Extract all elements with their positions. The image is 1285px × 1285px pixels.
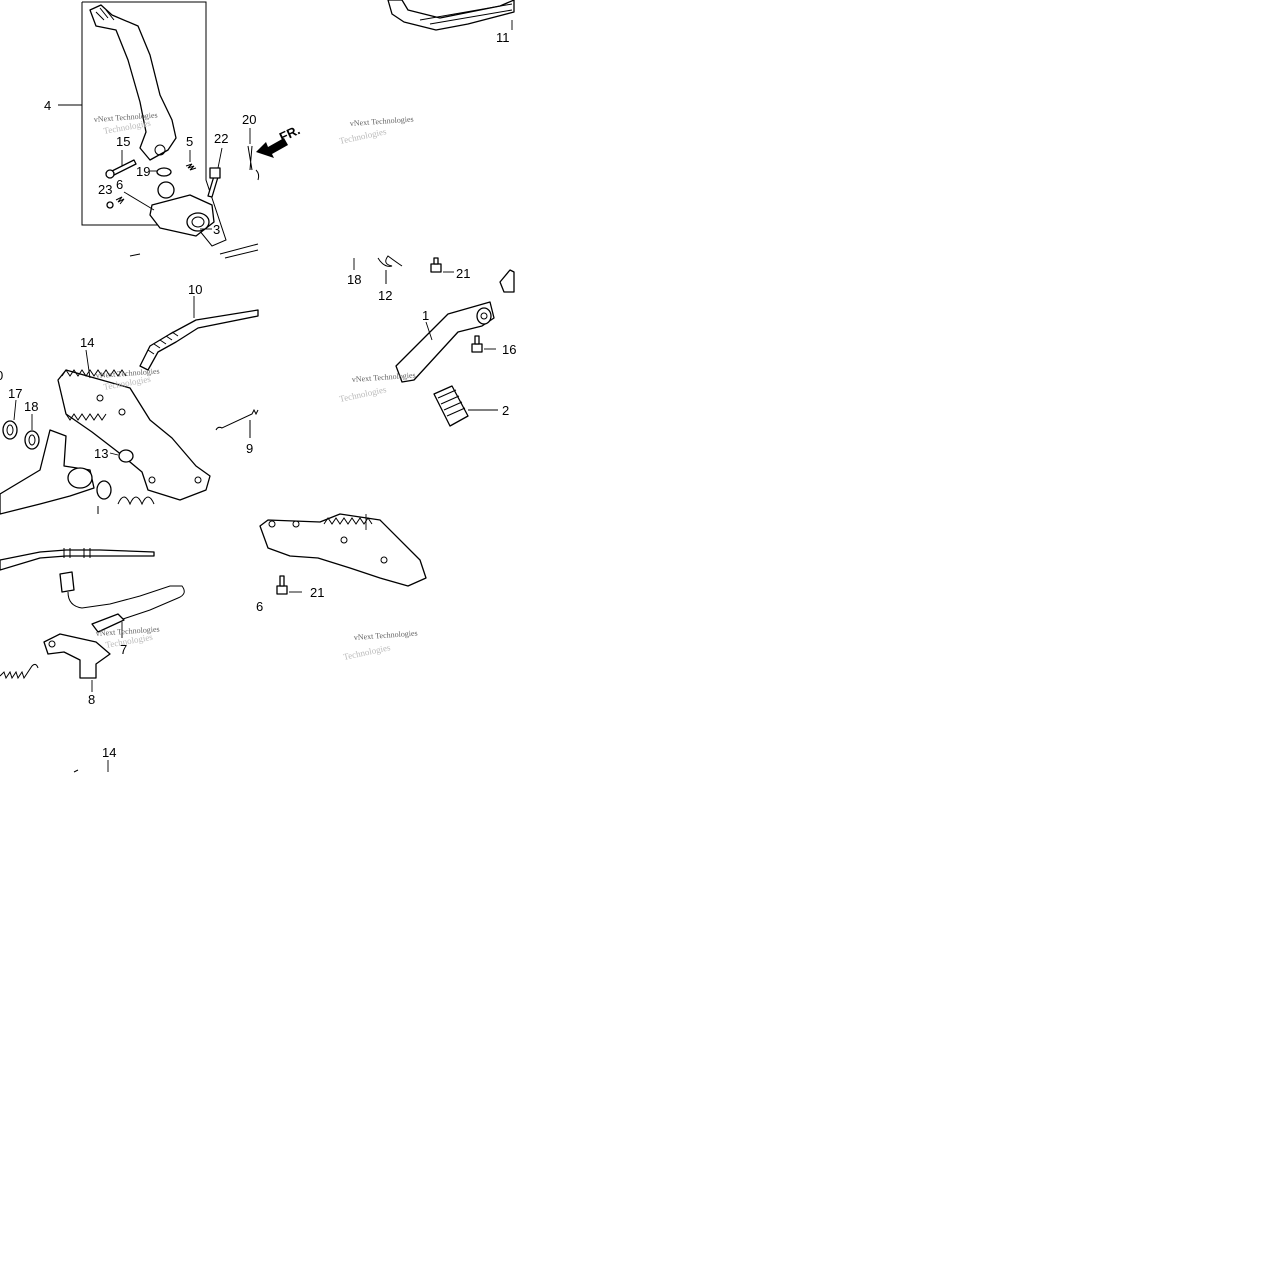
callout-label: 6 (256, 599, 263, 614)
callout-label: 21 (310, 585, 324, 600)
watermark-faint: Technologies (338, 126, 387, 146)
callout-label: 7 (120, 642, 127, 657)
watermark-faint: Technologies (338, 384, 387, 404)
washer-17 (2, 420, 18, 440)
callout-label: 4 (44, 98, 51, 113)
callout-label: 11 (496, 30, 510, 45)
switch-bracket-8 (43, 633, 111, 679)
ball-23 (106, 201, 114, 209)
right-footpeg-assembly (259, 0, 515, 595)
shift-rubber-2 (433, 385, 498, 427)
brake-pedal-11 (387, 0, 515, 31)
watermark: vNext Technologies (354, 629, 418, 642)
callout-label: 5 (186, 134, 193, 149)
callout-label: 6 (116, 177, 123, 192)
watermark: vNext Technologies (96, 625, 160, 638)
callout-label: 14 (80, 335, 94, 350)
callout-label: 15 (116, 134, 130, 149)
callout-labels: 4 15 5 22 20 19 23 6 3 11 18 12 21 1 16 … (0, 30, 516, 760)
brake-switch-7 (59, 571, 75, 593)
cable-end (0, 549, 155, 571)
callout-label: 10 (188, 282, 202, 297)
watermark-faint: Technologies (342, 642, 391, 662)
washer-18 (24, 430, 40, 450)
front-arrow-icon (256, 138, 288, 158)
right-footpeg-lower (259, 513, 427, 587)
watermark: vNext Technologies (350, 115, 414, 128)
collar-13 (118, 449, 134, 463)
callout-label: 22 (214, 131, 228, 146)
washer-19 (156, 167, 172, 177)
callout-label: 17 (8, 386, 22, 401)
callout-label: 23 (98, 182, 112, 197)
bolt-16 (471, 335, 496, 353)
callout-label: 3 (213, 222, 220, 237)
spring-6 (115, 196, 125, 205)
callout-label: 19 (136, 164, 150, 179)
kick-starter-assembly: FR. (58, 1, 302, 259)
left-footpeg-14 (57, 369, 211, 501)
assembly-box-outline (81, 1, 227, 247)
bolt-22 (207, 175, 219, 198)
callout-label: 21 (456, 266, 470, 281)
watermark: vNext Technologies (352, 371, 416, 384)
callout-label: 20 (242, 112, 256, 127)
bolt-21-top (430, 257, 454, 273)
callout-label: 9 (246, 441, 253, 456)
cotter-pin-20 (247, 145, 253, 171)
callout-label: 18 (347, 272, 361, 287)
return-spring-12 (377, 255, 403, 284)
callout-label: 8 (88, 692, 95, 707)
callout-label: 13 (94, 446, 108, 461)
left-footpeg-assembly (0, 296, 259, 515)
washer-lower (96, 480, 112, 500)
spring-lower (0, 663, 39, 680)
callout-label: 1 (422, 308, 429, 323)
callout-label: 12 (378, 288, 392, 303)
clutch-cable-10 (139, 309, 259, 371)
callout-label: 2 (502, 403, 509, 418)
return-spring-9 (215, 408, 259, 438)
callout-label: 18 (24, 399, 38, 414)
watermarks: vNext Technologies Technologies vNext Te… (94, 111, 418, 662)
brake-switch-assembly (0, 548, 185, 773)
pedal-arm (0, 429, 95, 515)
kick-starter-arm (89, 4, 177, 161)
watermark: vNext Technologies (94, 111, 158, 124)
front-label: FR. (277, 122, 302, 144)
bolt-21-lower (276, 575, 302, 595)
callout-label: 14 (102, 745, 116, 760)
spring-5 (185, 163, 197, 171)
callout-label: 0 (0, 368, 3, 383)
callout-label: 16 (502, 342, 516, 357)
watermark: vNext Technologies (96, 367, 160, 380)
